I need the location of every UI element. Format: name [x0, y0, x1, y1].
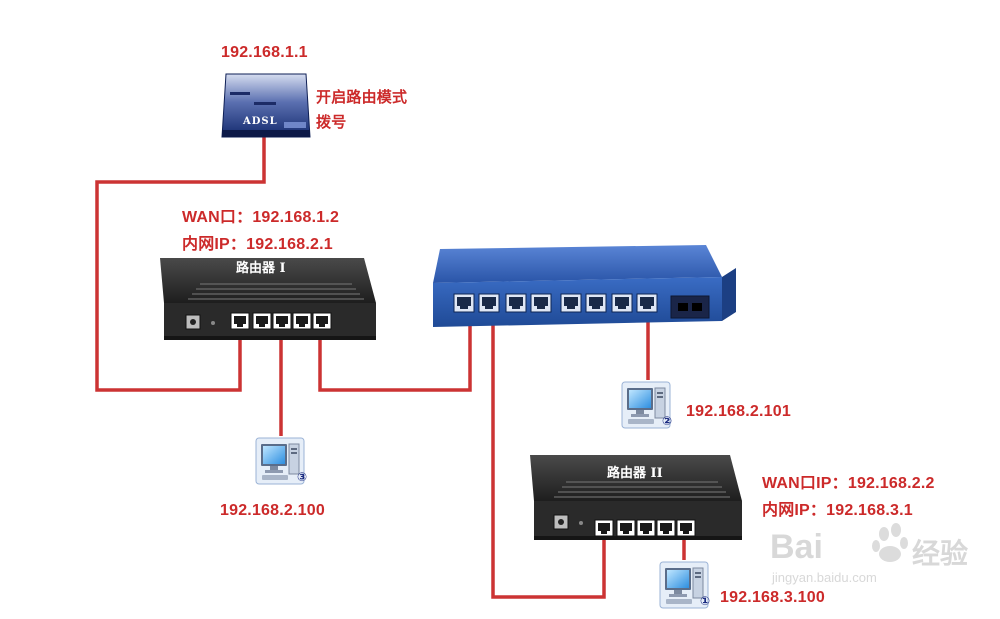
cable-router1-to-switch	[318, 309, 472, 392]
watermark-url: jingyan.baidu.com	[772, 570, 877, 585]
pc2-ip-label: 192.168.2.101	[686, 403, 791, 420]
router-2	[530, 455, 742, 540]
router1-lan-label: 内网IP：192.168.2.1	[182, 236, 333, 253]
router1-title: 路由器 I	[236, 261, 286, 276]
pc3-marker: ③	[297, 470, 308, 484]
adsl-note-line2: 拨号	[316, 114, 347, 131]
pc2-marker: ②	[662, 414, 673, 428]
adsl-device-label: ADSL	[243, 116, 278, 127]
router-1	[160, 258, 376, 340]
watermark-brand-suffix: 经验	[912, 538, 969, 569]
watermark-brand: Bai	[770, 528, 823, 566]
pc1-ip-label: 192.168.3.100	[720, 589, 825, 606]
pc1-marker: ①	[700, 594, 711, 608]
adsl-ip-label: 192.168.1.1	[221, 44, 308, 61]
adsl-note-line1: 开启路由模式	[316, 89, 408, 106]
adsl-modem	[221, 73, 311, 138]
network-switch	[433, 245, 736, 327]
router2-lan-label: 内网IP：192.168.3.1	[762, 502, 913, 519]
cable-switch-to-router2-wan	[491, 309, 606, 599]
router2-wan-label: WAN口IP：192.168.2.2	[762, 475, 935, 492]
router1-wan-label: WAN口：192.168.1.2	[182, 209, 340, 226]
cable-adsl-to-router1-wan	[95, 137, 266, 392]
router2-title: 路由器 II	[607, 466, 663, 481]
pc3-ip-label: 192.168.2.100	[220, 502, 325, 519]
baidu-paw-icon	[872, 523, 908, 562]
